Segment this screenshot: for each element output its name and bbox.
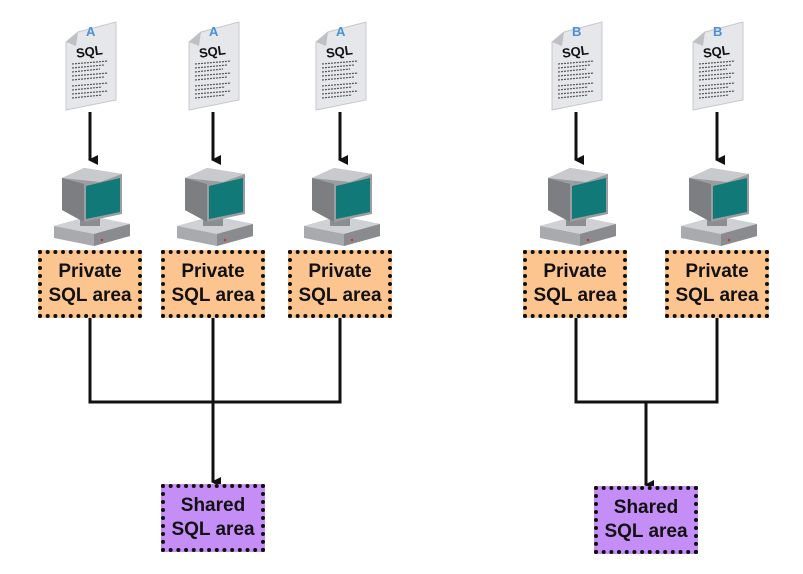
sql-document-icon-a3: A SQL (314, 20, 370, 112)
right-bracket (574, 318, 719, 404)
doc-badge: A (86, 24, 96, 39)
sql-document-icon-b1: B SQL (550, 20, 606, 112)
doc-label: SQL (325, 42, 354, 61)
doc-label: SQL (702, 42, 731, 61)
doc-label: SQL (198, 42, 227, 61)
box-line1: Private (308, 261, 372, 282)
box-line1: Private (181, 261, 245, 282)
private-sql-area-b2: Private SQL area (665, 250, 769, 318)
computer-icon-a1 (50, 164, 134, 248)
box-line2: SQL area (48, 285, 132, 306)
private-sql-area-a3: Private SQL area (288, 250, 392, 318)
computer-icon-b1 (536, 164, 620, 248)
sql-document-icon-b2: B SQL (691, 20, 747, 112)
computer-icon-a3 (300, 164, 384, 248)
box-line2: SQL area (675, 285, 759, 306)
doc-label: SQL (75, 42, 104, 61)
box-line2: SQL area (171, 519, 255, 540)
doc-badge: A (209, 24, 219, 39)
doc-badge: B (713, 24, 722, 39)
shared-sql-area-left: Shared SQL area (161, 484, 265, 552)
computer-icon-b2 (677, 164, 761, 248)
doc-label: SQL (561, 42, 590, 61)
doc-badge: B (572, 24, 581, 39)
box-line1: Private (58, 261, 122, 282)
box-line2: SQL area (171, 285, 255, 306)
box-line1: Shared (613, 497, 679, 518)
box-line1: Private (685, 261, 749, 282)
doc-badge: A (336, 24, 346, 39)
sql-document-icon-a1: A SQL (64, 20, 120, 112)
private-sql-area-a1: Private SQL area (38, 250, 142, 318)
sql-document-icon-a2: A SQL (187, 20, 243, 112)
left-bracket (88, 318, 342, 404)
box-line2: SQL area (298, 285, 382, 306)
private-sql-area-a2: Private SQL area (161, 250, 265, 318)
box-line1: Shared (180, 495, 246, 516)
box-line2: SQL area (604, 521, 688, 542)
private-sql-area-b1: Private SQL area (523, 250, 627, 318)
box-line1: Private (543, 261, 607, 282)
box-line2: SQL area (533, 285, 617, 306)
computer-icon-a2 (173, 164, 257, 248)
shared-sql-area-right: Shared SQL area (594, 486, 698, 554)
